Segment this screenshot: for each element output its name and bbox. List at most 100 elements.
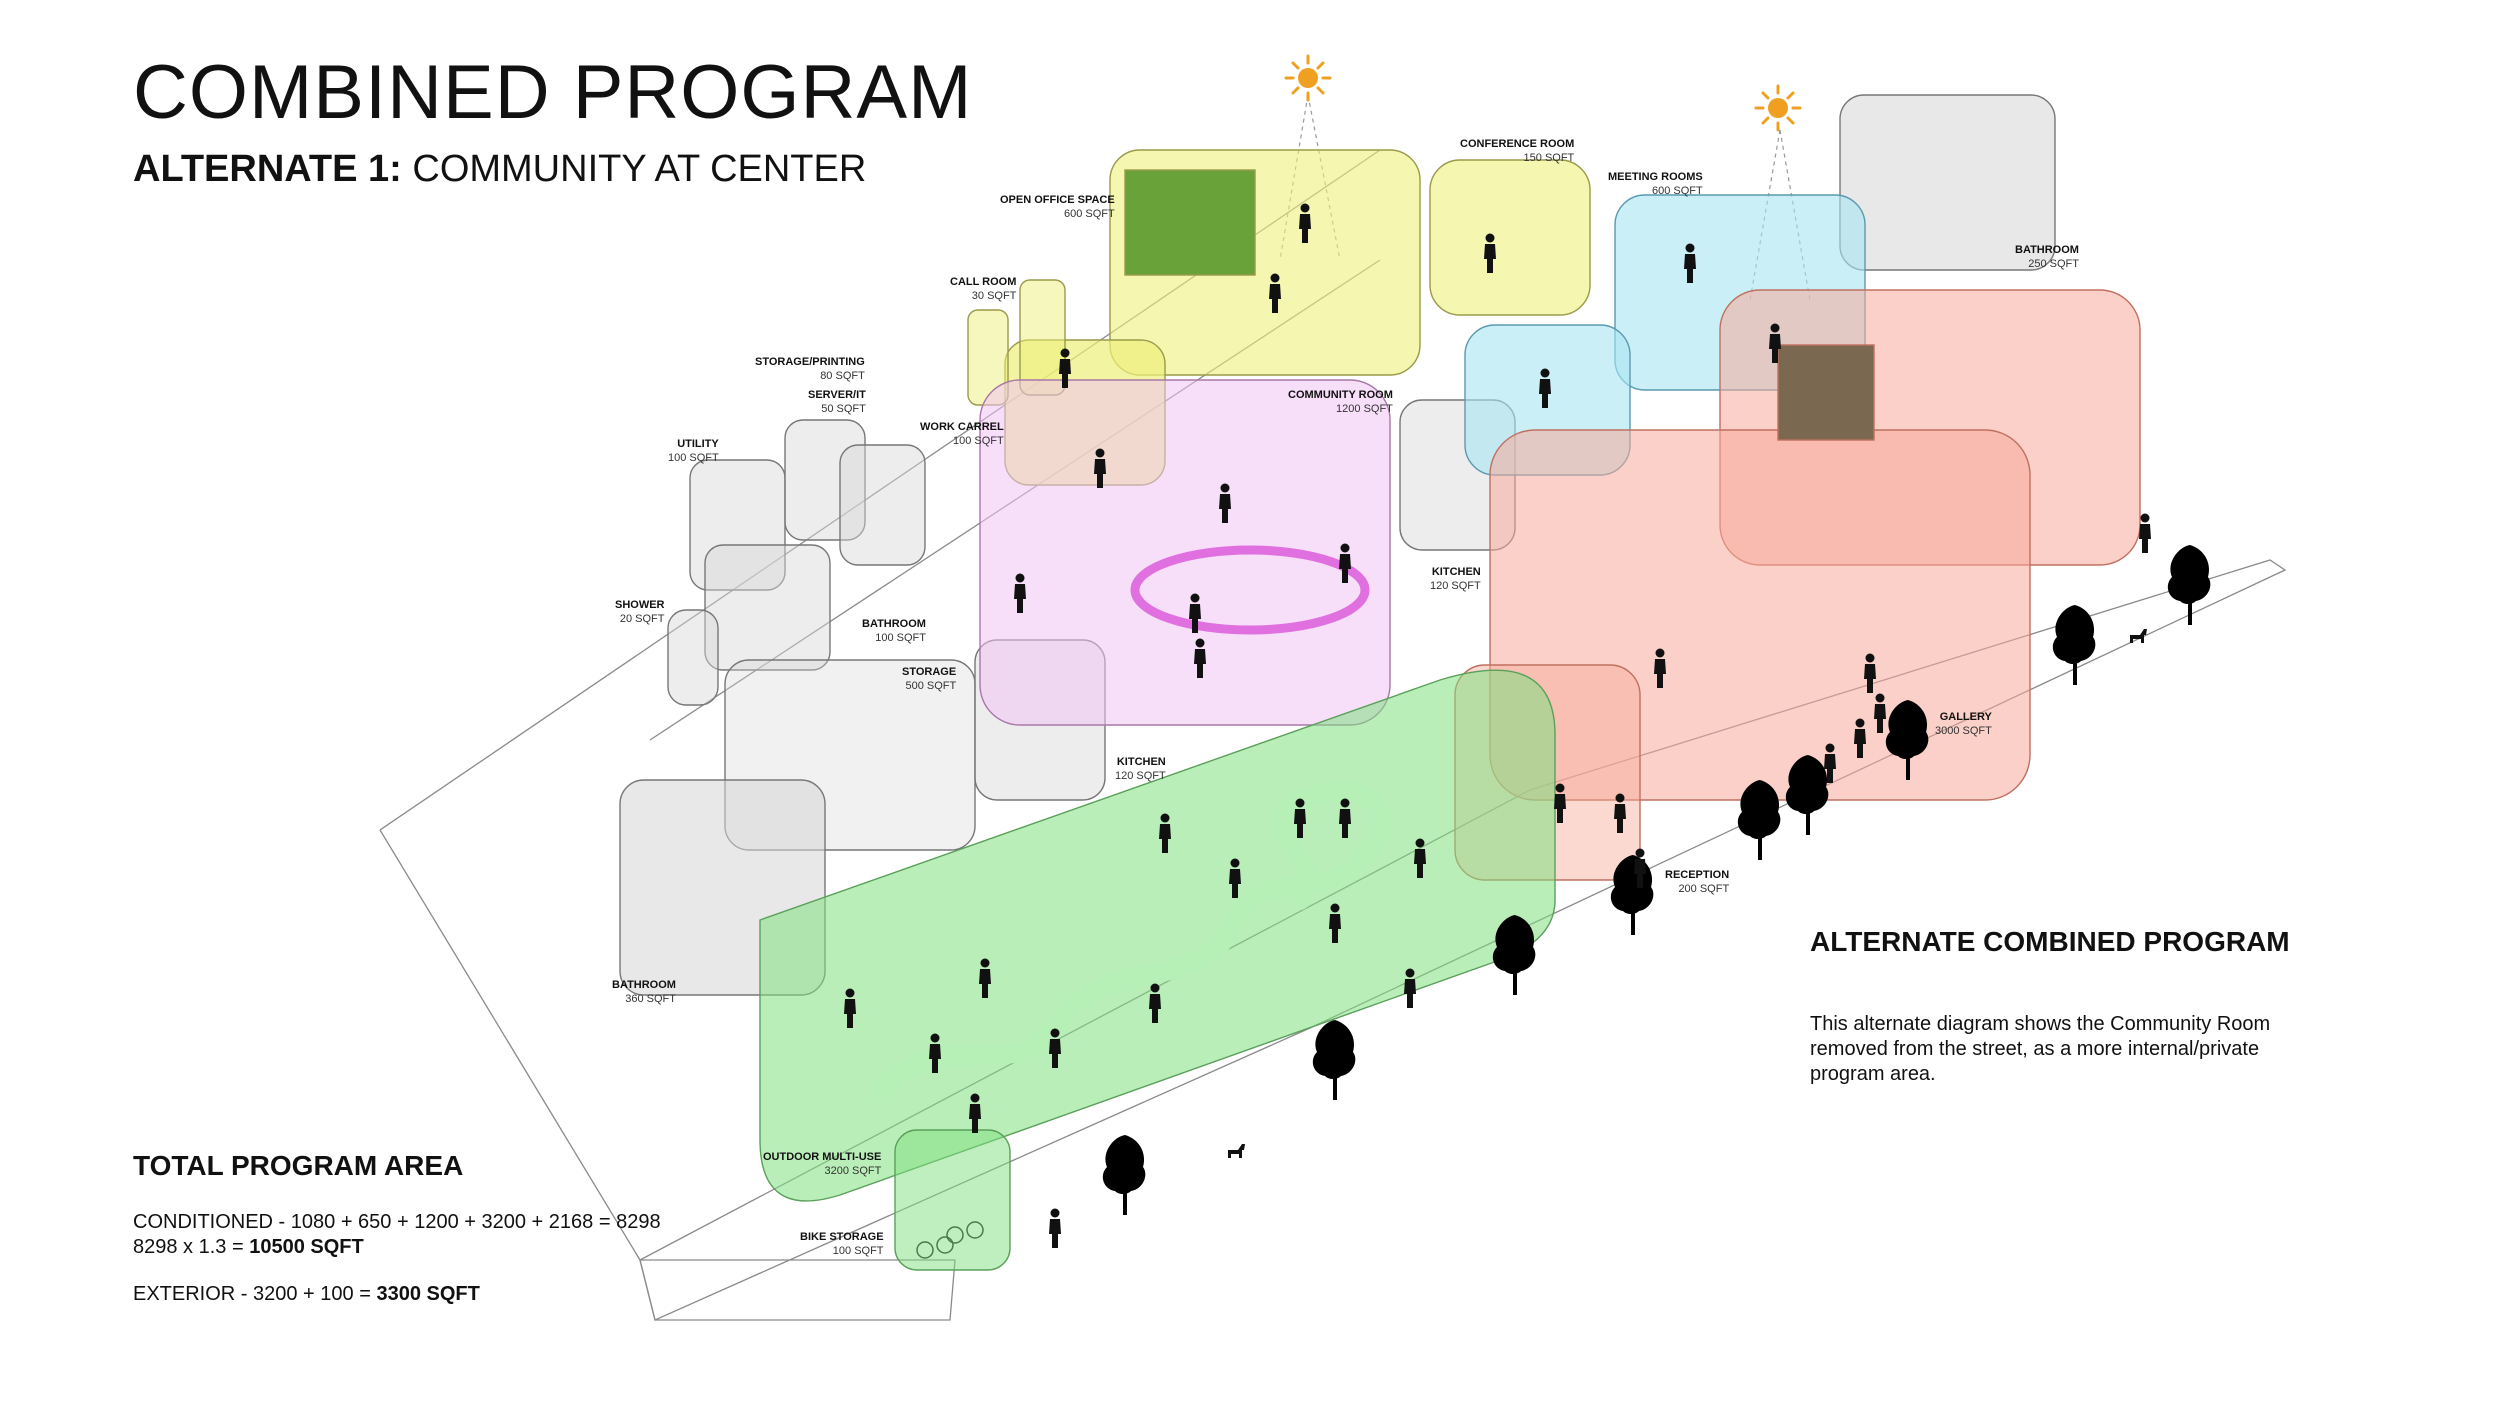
room-name: STORAGE/PRINTING bbox=[755, 356, 865, 368]
room-name: BATHROOM bbox=[612, 979, 676, 991]
room-name: GALLERY bbox=[1939, 711, 1992, 723]
room-label-server-it: SERVER/IT 50 SQFT bbox=[808, 388, 866, 416]
conditioned-total-prefix: 8298 x 1.3 = bbox=[133, 1236, 250, 1258]
gallery-artwork-image bbox=[1777, 344, 1875, 441]
page-subtitle: ALTERNATE 1: COMMUNITY AT CENTER bbox=[133, 150, 866, 188]
room-name: BIKE STORAGE bbox=[800, 1231, 884, 1243]
room-area: 200 SQFT bbox=[1678, 883, 1730, 895]
room-area: 80 SQFT bbox=[820, 370, 865, 382]
room-area: 500 SQFT bbox=[905, 680, 957, 692]
room-label-kitchen-right: KITCHEN 120 SQFT bbox=[1430, 565, 1481, 593]
room-area: 20 SQFT bbox=[619, 613, 665, 625]
room-name: SHOWER bbox=[615, 599, 665, 611]
room-name: BATHROOM bbox=[2015, 244, 2079, 256]
room-label-call-room: CALL ROOM 30 SQFT bbox=[950, 275, 1016, 303]
person-icon bbox=[1049, 1208, 1061, 1248]
bicycle-icon bbox=[916, 1236, 954, 1259]
room-name: CONFERENCE ROOM bbox=[1460, 138, 1575, 150]
person-icon bbox=[2139, 513, 2151, 553]
room-label-open-office: OPEN OFFICE SPACE 600 SQFT bbox=[1000, 193, 1115, 221]
room-area: 120 SQFT bbox=[1115, 770, 1166, 782]
alternate-description: This alternate diagram shows the Communi… bbox=[1810, 1013, 2271, 1085]
conference-room-box bbox=[1429, 159, 1591, 316]
room-label-work-carrel: WORK CARREL 100 SQFT bbox=[920, 420, 1004, 448]
sun-icons bbox=[1284, 54, 1802, 132]
bathroom-100-box bbox=[704, 544, 831, 671]
tree-icon bbox=[1785, 755, 1829, 835]
tree-icon bbox=[1102, 1135, 1146, 1215]
room-name: RECEPTION bbox=[1665, 869, 1730, 881]
tree-icon bbox=[1737, 780, 1781, 860]
room-area: 100 SQFT bbox=[668, 452, 719, 464]
room-name: KITCHEN bbox=[1116, 756, 1166, 768]
green-wall-image bbox=[1124, 169, 1256, 276]
room-area: 360 SQFT bbox=[625, 993, 676, 1005]
shower-box bbox=[667, 609, 719, 706]
conditioned-total: 8298 x 1.3 = 10500 SQFT bbox=[133, 1237, 364, 1257]
bikes bbox=[916, 1221, 984, 1259]
tree-icon bbox=[1312, 1020, 1356, 1100]
room-name: COMMUNITY ROOM bbox=[1288, 389, 1393, 401]
tree-icon bbox=[1492, 915, 1536, 995]
bathroom-250-box bbox=[1839, 94, 2056, 271]
server-it-box bbox=[839, 444, 926, 566]
room-area: 600 SQFT bbox=[1063, 208, 1115, 220]
serpentine-bench bbox=[870, 781, 1392, 1100]
room-label-bathroom-360: BATHROOM 360 SQFT bbox=[612, 978, 676, 1006]
room-label-storage-printing: STORAGE/PRINTING 80 SQFT bbox=[755, 355, 865, 383]
sun-icon bbox=[1284, 54, 1332, 102]
room-area: 100 SQFT bbox=[832, 1245, 884, 1257]
page-title: COMBINED PROGRAM bbox=[133, 50, 973, 135]
alternate-title: ALTERNATE COMBINED PROGRAM bbox=[1810, 926, 2290, 957]
dogs bbox=[1228, 629, 2147, 1158]
room-name: OPEN OFFICE SPACE bbox=[1000, 194, 1115, 206]
room-label-storage-500: STORAGE 500 SQFT bbox=[902, 665, 956, 693]
room-area: 50 SQFT bbox=[821, 403, 866, 415]
community-room bbox=[979, 379, 1391, 726]
subtitle-community: COMMUNITY AT CENTER bbox=[412, 148, 867, 190]
room-label-gallery: GALLERY 3000 SQFT bbox=[1935, 710, 1992, 738]
room-label-reception: RECEPTION 200 SQFT bbox=[1665, 868, 1729, 896]
sun-icon bbox=[1754, 84, 1802, 132]
room-area: 30 SQFT bbox=[971, 290, 1017, 302]
dog-icon bbox=[1228, 1144, 1245, 1158]
room-area: 250 SQFT bbox=[2028, 258, 2079, 270]
room-name: STORAGE bbox=[902, 666, 957, 678]
bicycle-icon bbox=[946, 1221, 984, 1244]
tree-icon bbox=[2052, 605, 2096, 685]
room-area: 120 SQFT bbox=[1430, 580, 1481, 592]
exterior-total-result: 3300 SQFT bbox=[376, 1283, 480, 1305]
person-icon bbox=[1404, 968, 1416, 1008]
total-program-title: TOTAL PROGRAM AREA bbox=[133, 1150, 464, 1181]
room-label-outdoor-multi-use: OUTDOOR MULTI-USE 3200 SQFT bbox=[763, 1150, 881, 1178]
room-name: OUTDOOR MULTI-USE bbox=[763, 1151, 882, 1163]
room-name: BATHROOM bbox=[862, 618, 926, 630]
tree-icon bbox=[1610, 855, 1654, 935]
room-area: 3000 SQFT bbox=[1935, 725, 1992, 737]
room-area: 1200 SQFT bbox=[1336, 403, 1393, 415]
room-label-bike-storage: BIKE STORAGE 100 SQFT bbox=[800, 1230, 884, 1258]
room-area: 100 SQFT bbox=[952, 435, 1004, 447]
subtitle-alternate: ALTERNATE 1: bbox=[133, 148, 402, 190]
conditioned-total-result: 10500 SQFT bbox=[249, 1236, 364, 1258]
conditioned-calc: CONDITIONED - 1080 + 650 + 1200 + 3200 +… bbox=[133, 1211, 661, 1233]
room-area: 100 SQFT bbox=[875, 632, 926, 644]
room-label-utility: UTILITY 100 SQFT bbox=[668, 437, 719, 465]
room-label-shower: SHOWER 20 SQFT bbox=[615, 598, 665, 626]
call-room-box-2 bbox=[1019, 279, 1066, 396]
room-label-conference: CONFERENCE ROOM 150 SQFT bbox=[1460, 137, 1574, 165]
room-name: WORK CARREL bbox=[920, 421, 1004, 433]
room-label-meeting: MEETING ROOMS 600 SQFT bbox=[1608, 170, 1703, 198]
room-area: 3200 SQFT bbox=[824, 1165, 882, 1177]
room-label-kitchen-left: KITCHEN 120 SQFT bbox=[1115, 755, 1166, 783]
room-name: SERVER/IT bbox=[808, 389, 866, 401]
room-area: 600 SQFT bbox=[1651, 185, 1703, 197]
room-label-bathroom-100: BATHROOM 100 SQFT bbox=[862, 617, 926, 645]
dog-icon bbox=[2130, 629, 2147, 643]
room-name: UTILITY bbox=[677, 438, 719, 450]
room-label-community-room: COMMUNITY ROOM 1200 SQFT bbox=[1288, 388, 1393, 416]
room-name: KITCHEN bbox=[1431, 566, 1481, 578]
room-label-bathroom-250: BATHROOM 250 SQFT bbox=[2015, 243, 2079, 271]
tree-icon bbox=[2167, 545, 2211, 625]
